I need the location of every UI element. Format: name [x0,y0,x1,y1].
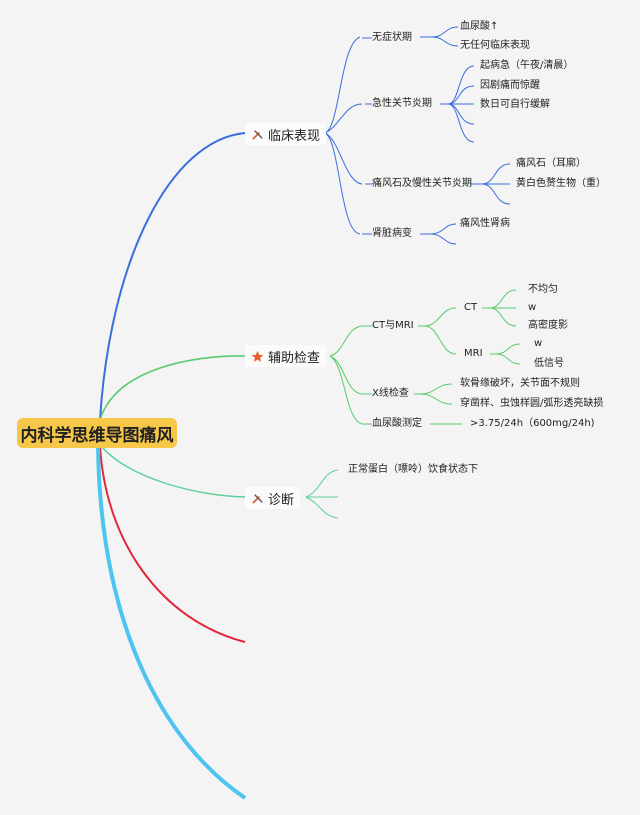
topic-mri[interactable]: MRI [464,348,483,359]
topic-leaf[interactable]: 血尿酸↑ [460,21,499,32]
topic-leaf[interactable]: 痛风石（耳廓） [516,158,586,169]
link-root-diagnosis [99,444,246,498]
topic-leaf[interactable]: >3.75/24h（600mg/24h) [470,418,595,429]
topic-leaf[interactable]: 高密度影 [528,320,568,331]
topic-tophus-chronic[interactable]: 痛风石及慢性关节炎期 [372,178,472,189]
tools-icon [252,129,263,140]
topic-leaf[interactable]: w [528,302,537,313]
topic-normal-diet[interactable]: 正常蛋白（嘌呤）饮食状态下 [348,464,478,475]
branch-diagnosis[interactable]: 诊断 [245,487,301,509]
branch-label: 诊断 [268,492,295,508]
clinical-links [324,26,511,245]
topic-leaf[interactable]: 穿凿样、虫蚀样圆/弧形透亮缺损 [460,398,604,409]
diagnosis-links [305,469,339,519]
topic-kidney[interactable]: 肾脏病变 [372,228,412,239]
tools-icon [252,493,263,504]
topic-asymptomatic[interactable]: 无症状期 [372,32,412,43]
topic-xray[interactable]: X线检查 [372,388,409,399]
topic-leaf[interactable]: 起病急（午夜/清晨） [480,60,574,71]
topic-uric-acid-test[interactable]: 血尿酸测定 [372,418,422,429]
branch-label: 临床表现 [268,128,321,144]
topic-leaf[interactable]: 软骨缘破坏，关节面不规则 [460,378,580,389]
topic-leaf[interactable]: 黄白色赘生物（重） [516,178,606,189]
topic-leaf[interactable]: 无任何临床表现 [460,40,530,51]
topic-leaf[interactable]: w [534,338,543,349]
topic-leaf[interactable]: 不均匀 [528,284,558,295]
topic-acute-arthritis[interactable]: 急性关节炎期 [372,98,432,109]
auxiliary-links [329,289,521,425]
topic-leaf[interactable]: 痛风性肾病 [460,218,510,229]
link-root-auxiliary [99,355,246,421]
root-topic[interactable]: 内科学思维导图痛风 [17,418,177,448]
topic-ct-mri[interactable]: CT与MRI [372,320,414,331]
branch-auxiliary[interactable]: 辅助检查 [245,345,327,367]
link-root-clinical [99,132,246,421]
branch-label: 辅助检查 [268,350,321,366]
branch-clinical[interactable]: 临床表现 [245,123,327,145]
star-icon [251,350,264,362]
topic-leaf[interactable]: 数日可自行缓解 [480,99,550,110]
link-root-empty-cyan [96,444,247,800]
topic-leaf[interactable]: 低信号 [534,358,564,369]
topic-ct[interactable]: CT [464,302,478,313]
topic-leaf[interactable]: 因剧痛而惊醒 [480,80,540,91]
link-root-empty-red [99,444,246,643]
